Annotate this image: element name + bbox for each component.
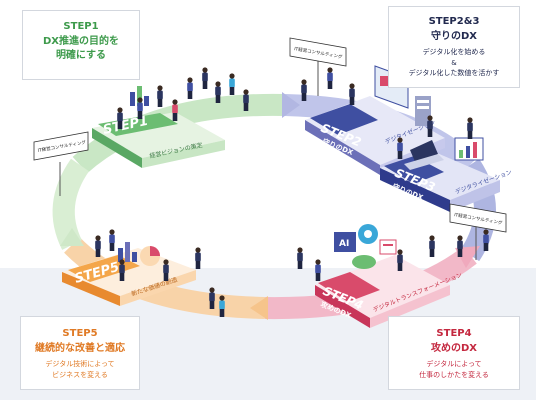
arrow-step4-to-step5 bbox=[250, 296, 268, 320]
person-figure bbox=[429, 235, 435, 257]
card-step5-title-2: 継続的な改善と適応 bbox=[35, 342, 125, 354]
card-step5-title-1: STEP5 bbox=[62, 328, 98, 339]
person-figure bbox=[327, 67, 333, 89]
person-figure bbox=[297, 247, 303, 269]
pie-chart-icon bbox=[140, 246, 160, 266]
card-step5-sub-2: ビジネスを変える bbox=[52, 370, 108, 379]
arrow-step1-to-step2 bbox=[282, 92, 300, 118]
gear-icon bbox=[358, 224, 378, 244]
person-figure bbox=[397, 137, 403, 159]
person-figure bbox=[172, 99, 178, 121]
consultant-sign-step4: IT経営コンサルティング bbox=[449, 203, 507, 260]
person-figure bbox=[219, 295, 225, 317]
card-step4: STEP4 攻めのDX デジタルによって 仕事のしかたを変える bbox=[388, 316, 520, 390]
server-icon bbox=[415, 96, 431, 126]
card-step4-sub-2: 仕事のしかたを変える bbox=[419, 370, 489, 379]
ai-chip-icon: AI bbox=[334, 232, 356, 252]
person-figure bbox=[427, 115, 433, 137]
chart-board-icon bbox=[454, 137, 484, 161]
person-figure bbox=[163, 259, 169, 281]
person-figure bbox=[119, 259, 125, 281]
person-figure bbox=[215, 81, 221, 103]
card-step4-sub-1: デジタルによって bbox=[426, 360, 482, 368]
consultant-sign-step1: IT経営コンサルティング bbox=[33, 131, 89, 196]
card-step1-title-3: 明確にする bbox=[55, 50, 107, 61]
card-step23-title-2: 守りのDX bbox=[430, 30, 477, 42]
people-figures bbox=[95, 67, 489, 317]
platform-step4: STEP4 攻めのDX デジタルトランスフォーメーション bbox=[315, 255, 463, 328]
ai-chip-label: AI bbox=[339, 239, 349, 249]
card-step2-3: STEP2&3 守りのDX デジタル化を始める & デジタル化した数値を活かす bbox=[388, 6, 520, 88]
person-figure bbox=[229, 73, 235, 95]
person-figure bbox=[117, 107, 123, 129]
person-figure bbox=[202, 67, 208, 89]
card-step5-sub-1: デジタル技術によって bbox=[45, 360, 115, 368]
card-step23-title-1: STEP2&3 bbox=[428, 16, 480, 27]
card-step23-sub-2: & bbox=[451, 58, 457, 67]
card-step1-title-2: DX推進の目的を bbox=[42, 35, 119, 47]
person-figure bbox=[109, 229, 115, 251]
screen-icon bbox=[379, 239, 397, 255]
arrow-step5-to-step1 bbox=[60, 228, 84, 246]
bar-chart-step1-icon bbox=[130, 86, 149, 106]
person-figure bbox=[467, 117, 473, 139]
person-figure bbox=[315, 259, 321, 281]
card-step1: STEP1 DX推進の目的を 明確にする bbox=[22, 10, 140, 80]
person-figure bbox=[187, 77, 193, 99]
cloud-icon bbox=[352, 255, 376, 269]
card-step1-title-1: STEP1 bbox=[63, 21, 99, 32]
card-step4-title-1: STEP4 bbox=[436, 328, 472, 339]
person-figure bbox=[243, 89, 249, 111]
card-step5: STEP5 継続的な改善と適応 デジタル技術によって ビジネスを変える bbox=[20, 316, 140, 390]
person-figure bbox=[301, 79, 307, 101]
bar-chart-icon bbox=[118, 242, 137, 262]
card-step23-sub-1: デジタル化を始める bbox=[422, 48, 486, 56]
laptop-icon bbox=[404, 140, 444, 170]
person-figure bbox=[209, 287, 215, 309]
person-figure bbox=[457, 235, 463, 257]
platform-step5: STEP5 新たな価値の創造 bbox=[62, 248, 196, 306]
person-figure bbox=[483, 229, 489, 251]
card-step4-title-2: 攻めのDX bbox=[430, 342, 477, 354]
person-figure bbox=[195, 247, 201, 269]
person-figure bbox=[95, 235, 101, 257]
platform-step1: STEP1 経営ビジョンの策定 bbox=[92, 112, 225, 168]
person-figure bbox=[349, 83, 355, 105]
person-figure bbox=[397, 249, 403, 271]
person-figure bbox=[137, 97, 143, 119]
person-figure bbox=[157, 85, 163, 107]
card-step23-sub-3: デジタル化した数値を活かす bbox=[408, 69, 500, 77]
consultant-sign-step2: IT経営コンサルティング bbox=[289, 37, 347, 96]
